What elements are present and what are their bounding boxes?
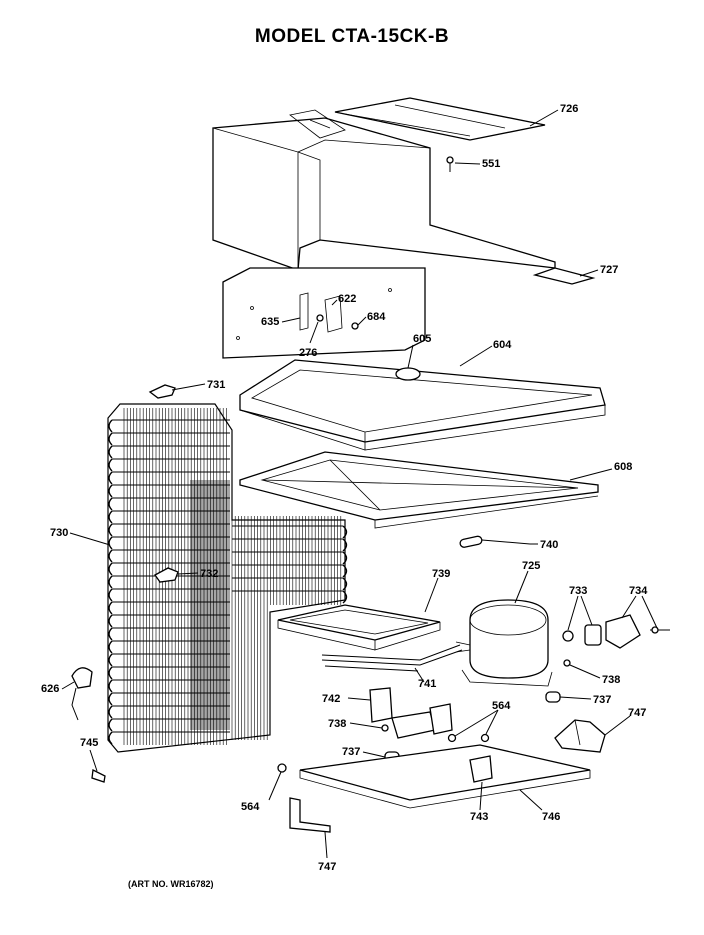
coil-loop [108,588,113,602]
coil-loop [108,497,113,511]
callout-739: 739 [432,568,450,580]
callout-608: 608 [614,461,632,473]
callout-564-left: 564 [241,801,260,813]
callout-731: 731 [207,379,225,391]
callout-725: 725 [522,560,540,572]
coil-loop [108,549,113,563]
coil-loop [108,471,113,485]
mount-737-right [545,691,561,703]
callout-747-bottom: 747 [318,861,336,873]
coil-loop [108,562,113,576]
callout-737-right: 737 [593,694,611,706]
top-cover-726 [334,97,546,141]
coil-loop [108,601,113,615]
callout-746: 746 [542,811,560,823]
callout-726: 726 [560,103,578,115]
bracket-727 [532,267,596,285]
coil-loop [108,432,113,446]
callout-564-center: 564 [492,700,511,712]
drip-pan-608 [239,451,599,529]
bracket-747-right [554,719,606,753]
back-panel [222,267,426,359]
coil-loop [342,564,348,578]
callout-604: 604 [493,339,512,351]
coil-loop [108,666,113,680]
callout-733: 733 [569,585,587,597]
callout-684: 684 [367,311,386,323]
callout-730: 730 [50,527,68,539]
art-number: (ART NO. WR16782) [128,879,214,889]
coil-loop [108,458,113,472]
callout-738-right: 738 [602,674,620,686]
diagram-title: MODEL CTA-15CK-B [254,26,450,47]
coil-loop [108,523,113,537]
coil-loop [108,692,113,706]
evap-tray-739 [277,604,441,651]
condenser-coil-730 [107,403,348,753]
bracket-742 [369,687,453,739]
callout-labels: 726 551 727 622 635 684 276 605 604 731 … [41,103,648,873]
coil-loop [108,575,113,589]
callout-551: 551 [482,158,500,170]
part-745 [91,769,106,783]
cabinet-housing [212,109,556,271]
compressor-725 [455,599,553,687]
screws-564 [447,733,490,743]
screw-564-left [277,763,287,773]
callout-626: 626 [41,683,59,695]
coil-loop [108,484,113,498]
coil-loop [108,679,113,693]
overload-734 [605,614,670,649]
coil-loop [108,731,113,745]
coil-loop [108,705,113,719]
grommet-738-right [563,659,571,667]
callout-622: 622 [338,293,356,305]
callout-738-left: 738 [328,718,346,730]
coil-loop [108,640,113,654]
callout-727: 727 [600,264,618,276]
callout-276: 276 [299,347,317,359]
relay-733 [562,624,602,646]
callout-747-right: 747 [628,707,646,719]
coil-loop [342,590,348,604]
callout-605: 605 [413,333,431,345]
callout-734: 734 [629,585,648,597]
base-tray-604 [239,359,606,451]
clip-732 [154,567,179,583]
coil-loop [108,627,113,641]
leader-lines [61,109,658,859]
grommet-738-left [381,724,389,732]
coil-loop [342,538,348,552]
callout-635: 635 [261,316,279,328]
coil-shade [190,480,230,730]
callout-742: 742 [322,693,340,705]
coil-loop [108,419,113,433]
coil-loop [108,718,113,732]
callout-743: 743 [470,811,488,823]
clip-731 [148,384,176,399]
capillary-tube-740 [459,535,531,548]
coil-loop [342,551,348,565]
callout-737-left: 737 [342,746,360,758]
callout-732: 732 [200,568,218,580]
coil-loop [108,614,113,628]
coil-loop [342,577,348,591]
callout-741: 741 [418,678,436,690]
tubing-741 [321,644,463,672]
coil-loop [108,536,113,550]
power-cord-626 [71,667,93,721]
coil-loop [108,653,113,667]
coil-loop [108,445,113,459]
base-plate-746 [299,744,591,809]
callout-740: 740 [540,539,558,551]
coil-loop [108,510,113,524]
callout-745: 745 [80,737,98,749]
screw-551 [446,156,454,172]
bracket-747-bottom [289,797,331,833]
coil-loop [342,525,348,539]
